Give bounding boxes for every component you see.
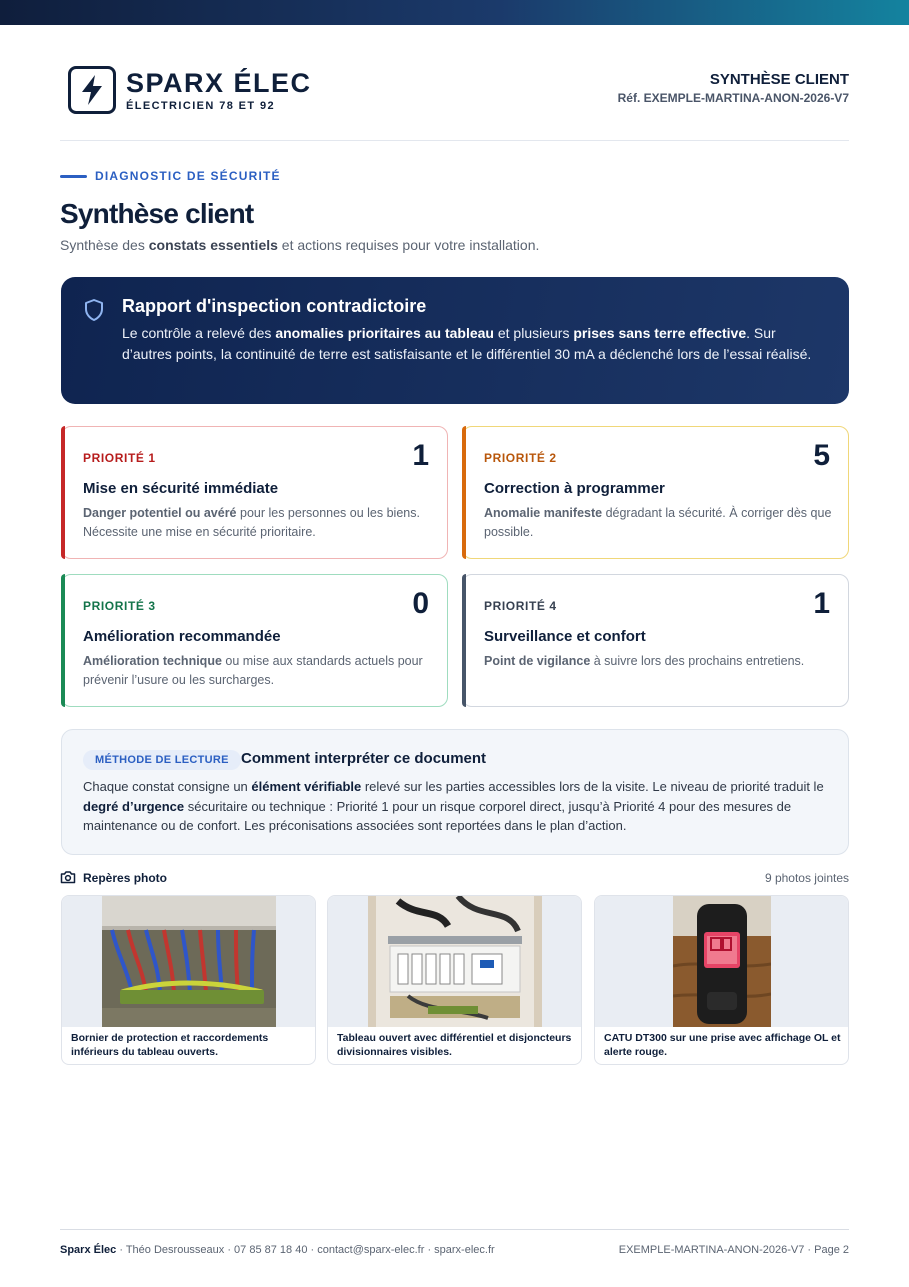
priority-description: Anomalie manifeste dégradant la sécurité… [484, 506, 832, 539]
priority-title: Amélioration recommandée [83, 628, 281, 645]
method-title: Comment interpréter ce document [241, 750, 487, 767]
photo-electrical-panel [368, 896, 542, 1027]
document-reference: Réf. EXEMPLE-MARTINA-ANON-2026-V7 [617, 91, 849, 105]
priority-label: PRIORITÉ 3 [83, 599, 156, 613]
photos-header: Repères photo 9 photos jointes [60, 869, 849, 887]
priority-description: Danger potentiel ou avéré pour les perso… [83, 506, 420, 539]
photo-caption: CATU DT300 sur une prise avec affichage … [604, 1032, 841, 1058]
priority-card-3: PRIORITÉ 3 0 Amélioration recommandée Am… [61, 574, 448, 707]
priority-count: 1 [412, 439, 429, 472]
report-summary: Le contrôle a relevé des anomalies prior… [122, 325, 812, 362]
page-header: SPARX ÉLEC ÉLECTRICIEN 78 ET 92 SYNTHÈSE… [60, 62, 849, 122]
priority-title: Correction à programmer [484, 480, 665, 497]
photos-title: Repères photo [83, 871, 168, 885]
inspection-report-banner: Rapport d'inspection contradictoire Le c… [61, 277, 849, 404]
brand-subtitle: ÉLECTRICIEN 78 ET 92 [126, 100, 276, 112]
reading-method-box: MÉTHODE DE LECTURE Comment interpréter c… [61, 729, 849, 855]
document-title: SYNTHÈSE CLIENT [709, 71, 849, 88]
lightning-bolt-icon [82, 75, 102, 105]
photo-card[interactable]: CATU DT300 sur une prise avec affichage … [594, 895, 849, 1065]
footer-divider [60, 1229, 849, 1230]
photo-card[interactable]: Bornier de protection et raccordements i… [61, 895, 316, 1065]
photo-card[interactable]: Tableau ouvert avec différentiel et disj… [327, 895, 582, 1065]
photo-terminal-block [102, 896, 276, 1027]
footer-page-number: EXEMPLE-MARTINA-ANON-2026-V7 · Page 2 [618, 1244, 849, 1256]
method-tag: MÉTHODE DE LECTURE [83, 750, 241, 770]
camera-icon [60, 871, 76, 884]
method-text: Chaque constat consigne un élément vérif… [83, 779, 824, 833]
priority-title: Mise en sécurité immédiate [83, 480, 279, 497]
photo-caption: Tableau ouvert avec différentiel et disj… [337, 1032, 572, 1058]
photo-caption: Bornier de protection et raccordements i… [71, 1032, 269, 1058]
priority-count: 0 [412, 587, 429, 620]
priority-count: 1 [813, 587, 830, 620]
priority-label: PRIORITÉ 4 [484, 599, 557, 613]
report-title: Rapport d'inspection contradictoire [122, 296, 427, 316]
kicker-accent-line [60, 175, 87, 178]
top-gradient-bar [0, 0, 909, 25]
priority-title: Surveillance et confort [484, 628, 646, 645]
page-title: Synthèse client [60, 198, 254, 229]
priority-count: 5 [813, 439, 830, 472]
shield-icon [85, 299, 103, 321]
photos-count: 9 photos jointes [764, 871, 849, 885]
priority-card-2: PRIORITÉ 2 5 Correction à programmer Ano… [462, 426, 849, 559]
page-lead: Synthèse des constats essentiels et acti… [60, 237, 540, 253]
section-kicker: DIAGNOSTIC DE SÉCURITÉ [95, 169, 281, 183]
priority-label: PRIORITÉ 1 [83, 451, 156, 465]
priority-card-1: PRIORITÉ 1 1 Mise en sécurité immédiate … [61, 426, 448, 559]
photo-frame [62, 896, 315, 1027]
priority-card-4: PRIORITÉ 4 1 Surveillance et confort Poi… [462, 574, 849, 707]
brand-name: SPARX ÉLEC [126, 68, 312, 98]
footer-contact: Sparx Élec · Théo Desrousseaux · 07 85 8… [60, 1244, 495, 1256]
priority-description: Amélioration technique ou mise aux stand… [83, 654, 423, 687]
photo-catu-tester [673, 896, 771, 1027]
header-divider [60, 140, 849, 141]
priority-label: PRIORITÉ 2 [484, 451, 557, 465]
brand-logo [68, 66, 116, 114]
priority-description: Point de vigilance à suivre lors des pro… [484, 654, 805, 668]
photo-frame [328, 896, 581, 1027]
photo-frame [595, 896, 848, 1027]
